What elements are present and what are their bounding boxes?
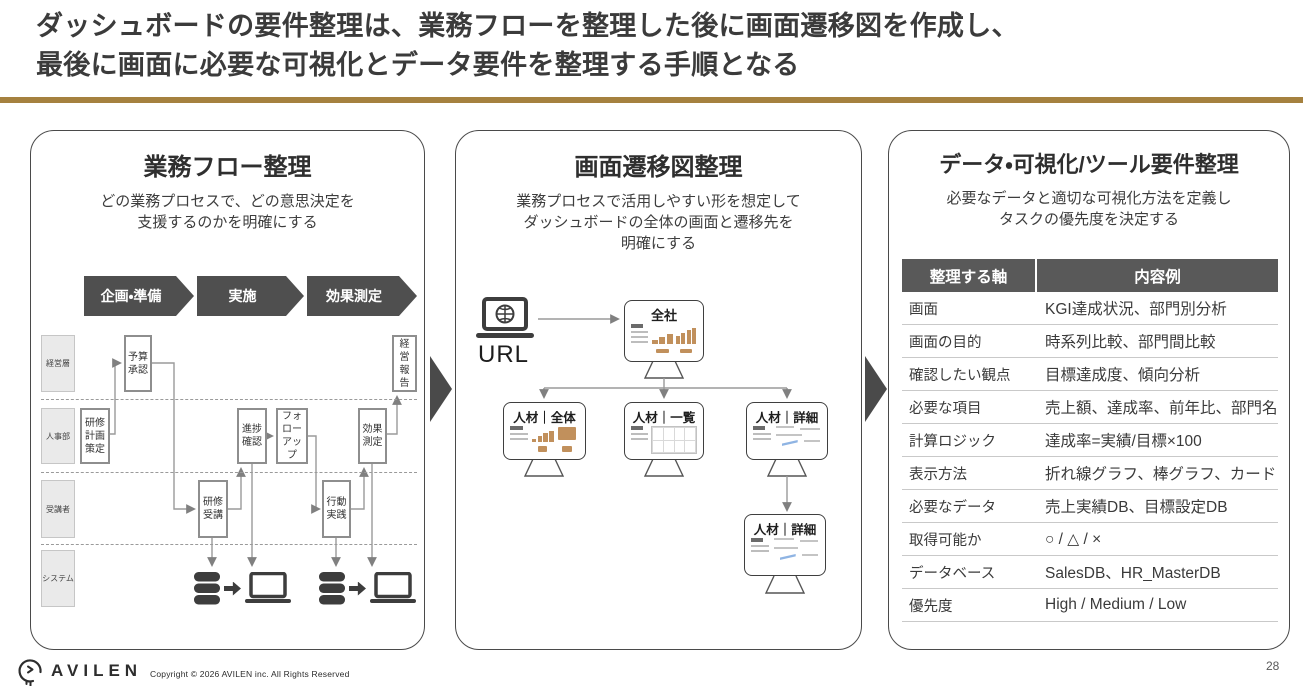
url-label: URL <box>478 341 530 368</box>
requirements-table-header: 整理する軸 内容例 <box>902 259 1278 292</box>
database-icon <box>194 572 220 605</box>
phase-arrow-measure: 効果測定 <box>307 276 417 316</box>
monitor-company-wide: 全社 <box>624 300 704 362</box>
brand-logo: AVILEN <box>16 656 142 686</box>
dashboard-thumbnail <box>751 536 819 570</box>
lane-label-hr: 人事部 <box>41 408 75 464</box>
task-budget-approval: 予算承認 <box>124 335 152 392</box>
lane-label-trainee: 受講者 <box>41 480 75 538</box>
slide-title-line1: ダッシュボードの要件整理は、業務フローを整理した後に画面遷移図を作成し、 <box>36 11 1019 41</box>
dashboard-thumbnail <box>631 322 697 356</box>
task-training-attend: 研修受講 <box>198 480 228 538</box>
system-db-to-pc-group <box>194 572 292 605</box>
table-row: 優先度 High / Medium / Low <box>902 589 1278 622</box>
panel-requirements: データ・可視化/ツール要件整理 必要なデータと適切な可視化方法を定義し タスクの… <box>888 130 1290 650</box>
dashboard-thumbnail <box>753 424 821 454</box>
lane-separator <box>41 472 417 473</box>
lane-separator <box>41 399 417 400</box>
accent-divider <box>0 97 1303 103</box>
flow-panel-title: 業務フロー整理 <box>143 154 312 181</box>
table-row: データベース SalesDB、HR_MasterDB <box>902 556 1278 589</box>
table-row: 確認したい観点 目標達成度、傾向分析 <box>902 358 1278 391</box>
monitor-talent-list: 人材｜一覧 <box>624 402 704 460</box>
task-effect-measure: 効果測定 <box>358 408 387 464</box>
task-management-report: 経営報告 <box>392 335 417 392</box>
laptop-icon <box>370 572 416 603</box>
table-row: 必要な項目 売上額、達成率、前年比、部門名 <box>902 391 1278 424</box>
monitor-talent-overview: 人材｜全体 <box>503 402 586 460</box>
panel-business-flow: 業務フロー整理 どの業務プロセスで、どの意思決定を 支援するのかを明確にする <box>30 130 425 650</box>
requirements-panel-subtitle: 必要なデータと適切な可視化方法を定義し タスクの優先度を決定する <box>946 190 1232 228</box>
database-icon <box>319 572 345 605</box>
table-row: 画面 KGI達成状況、部門別分析 <box>902 292 1278 325</box>
task-followup: フォローアップ <box>276 408 308 464</box>
avilen-brain-icon <box>18 659 42 686</box>
header-divider <box>1035 259 1037 292</box>
phase-arrow-execute: 実施 <box>197 276 304 316</box>
header-axis: 整理する軸 <box>929 268 1008 286</box>
task-training-plan: 研修計画策定 <box>80 408 110 464</box>
task-action-practice: 行動実践 <box>322 480 351 538</box>
lane-label-system: システム <box>41 550 75 607</box>
table-row: 必要なデータ 売上実績DB、目標設定DB <box>902 490 1278 523</box>
dashboard-thumbnail <box>631 424 697 454</box>
url-laptop-icon <box>474 297 538 346</box>
table-row: 取得可能か ○ / △ / × <box>902 523 1278 556</box>
lane-separator <box>41 544 417 545</box>
table-row: 表示方法 折れ線グラフ、棒グラフ、カード <box>902 457 1278 490</box>
table-row: 計算ロジック 達成率=実績/目標×100 <box>902 424 1278 457</box>
panel-arrow-icon <box>430 356 452 422</box>
flow-panel-subtitle: どの業務プロセスで、どの意思決定を 支援するのかを明確にする <box>100 193 355 231</box>
slide-title-line2: 最後に画面に必要な可視化とデータ要件を整理する手順となる <box>36 50 800 80</box>
copyright-text: Copyright © 2026 AVILEN inc. All Rights … <box>150 669 350 679</box>
slide-title: ダッシュボードの要件整理は、業務フローを整理した後に画面遷移図を作成し、 最後に… <box>36 7 1019 85</box>
requirements-panel-title: データ・可視化/ツール要件整理 <box>939 152 1239 177</box>
requirements-table: 整理する軸 内容例 画面 KGI達成状況、部門別分析 画面の目的 時系列比較、部… <box>902 259 1278 622</box>
dashboard-thumbnail <box>510 424 579 454</box>
monitor-talent-detail: 人材｜詳細 <box>746 402 828 460</box>
brand-name: AVILEN <box>51 661 143 680</box>
laptop-icon <box>245 572 291 603</box>
panel-screen-transition: 画面遷移図整理 業務プロセスで活用しやすい形を想定して ダッシュボードの全体の画… <box>455 130 862 650</box>
phase-arrow-plan: 企画・準備 <box>84 276 194 316</box>
lane-label-management: 経営層 <box>41 335 75 392</box>
monitor-talent-detail-2: 人材｜詳細 <box>744 514 826 576</box>
transition-panel-subtitle: 業務プロセスで活用しやすい形を想定して ダッシュボードの全体の画面と遷移先を 明… <box>516 193 801 252</box>
arrow-right-icon <box>224 581 241 596</box>
transition-panel-title: 画面遷移図整理 <box>574 154 743 181</box>
task-progress-check: 進捗確認 <box>237 408 267 464</box>
arrow-right-icon <box>349 581 366 596</box>
panel-arrow-icon <box>865 356 887 422</box>
system-db-to-pc-group <box>319 572 417 605</box>
page-number: 28 <box>1266 659 1280 673</box>
table-row: 画面の目的 時系列比較、部門間比較 <box>902 325 1278 358</box>
header-example: 内容例 <box>1134 268 1181 286</box>
